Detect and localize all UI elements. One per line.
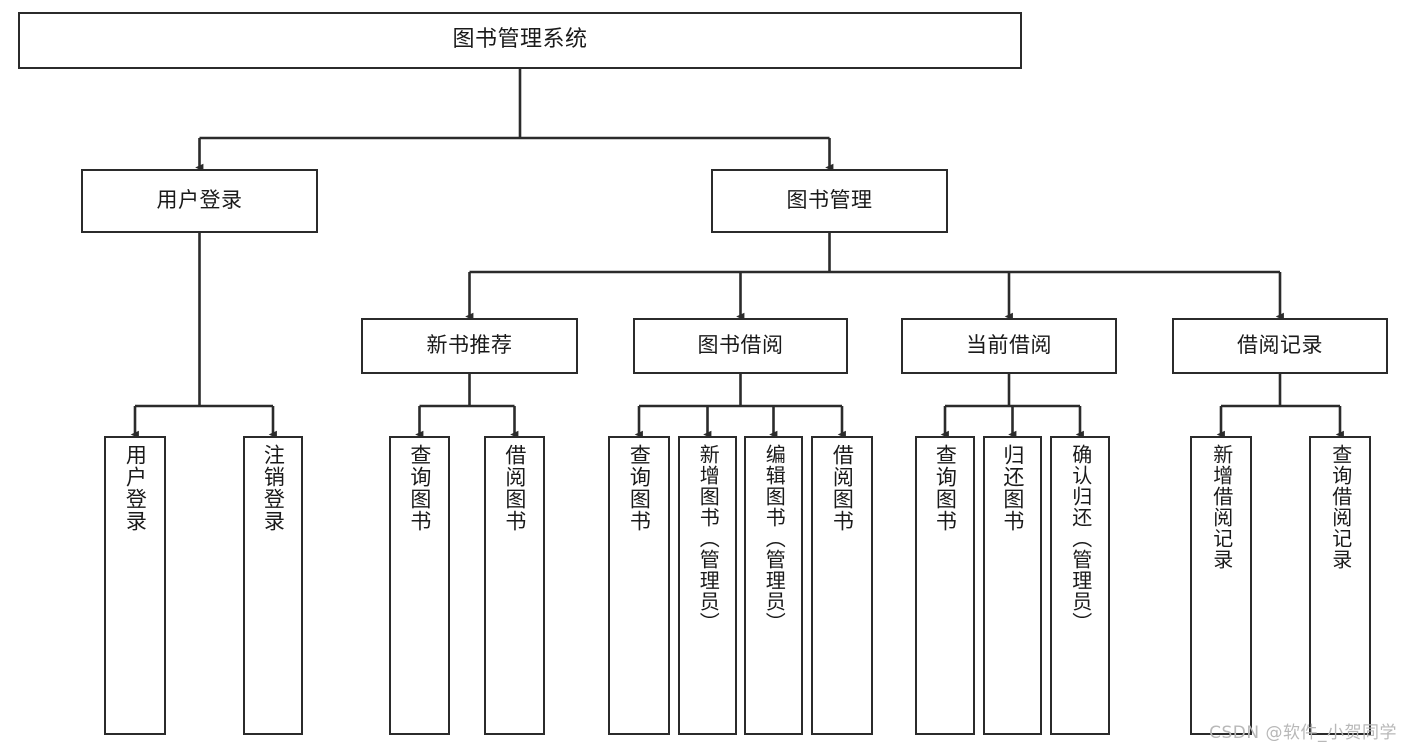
node-l3-e1[interactable]: 新增借阅记录 (1190, 436, 1252, 735)
node-label: 归还图书 (1000, 444, 1025, 532)
node-l3-d1[interactable]: 查询图书 (915, 436, 975, 735)
node-label: 用户登录 (123, 444, 148, 532)
node-label: 当前借阅 (966, 333, 1052, 358)
node-l3-c2[interactable]: 新增图书（管理员） (678, 436, 737, 735)
node-label: 新书推荐 (426, 333, 513, 358)
node-label: 新增图书（管理员） (696, 444, 721, 633)
node-l3-a2[interactable]: 注销登录 (243, 436, 303, 735)
node-l3-b2[interactable]: 借阅图书 (484, 436, 545, 735)
node-l3-d2[interactable]: 归还图书 (983, 436, 1042, 735)
csdn-watermark: CSDN @软件_小贺同学 (1209, 723, 1397, 743)
node-label: 查询借阅记录 (1328, 444, 1353, 570)
node-l2-current[interactable]: 当前借阅 (901, 318, 1117, 374)
node-label: 查询图书 (627, 444, 652, 532)
node-l2-records[interactable]: 借阅记录 (1172, 318, 1388, 374)
node-l1-login[interactable]: 用户登录 (81, 169, 318, 233)
node-label: 用户登录 (156, 188, 243, 213)
node-label: 图书管理系统 (452, 27, 588, 53)
node-l3-c4[interactable]: 借阅图书 (811, 436, 873, 735)
node-label: 新增借阅记录 (1209, 444, 1234, 570)
node-l2-borrow[interactable]: 图书借阅 (633, 318, 848, 374)
node-label: 注销登录 (261, 444, 286, 532)
node-label: 借阅图书 (830, 444, 855, 532)
node-label: 确认归还（管理员） (1068, 444, 1093, 633)
node-l3-c3[interactable]: 编辑图书（管理员） (744, 436, 803, 735)
node-root[interactable]: 图书管理系统 (18, 12, 1022, 69)
node-label: 借阅记录 (1237, 333, 1323, 358)
node-l3-a1[interactable]: 用户登录 (104, 436, 166, 735)
node-label: 查询图书 (407, 444, 432, 532)
node-label: 图书借阅 (697, 333, 784, 358)
node-l1-bookmgmt[interactable]: 图书管理 (711, 169, 948, 233)
node-label: 编辑图书（管理员） (762, 444, 787, 633)
node-label: 图书管理 (786, 188, 873, 213)
node-l3-c1[interactable]: 查询图书 (608, 436, 670, 735)
node-label: 借阅图书 (502, 444, 527, 532)
node-l3-b1[interactable]: 查询图书 (389, 436, 450, 735)
node-label: 查询图书 (933, 444, 958, 532)
node-l3-d3[interactable]: 确认归还（管理员） (1050, 436, 1110, 735)
node-l2-newbook[interactable]: 新书推荐 (361, 318, 578, 374)
node-l3-e2[interactable]: 查询借阅记录 (1309, 436, 1371, 735)
